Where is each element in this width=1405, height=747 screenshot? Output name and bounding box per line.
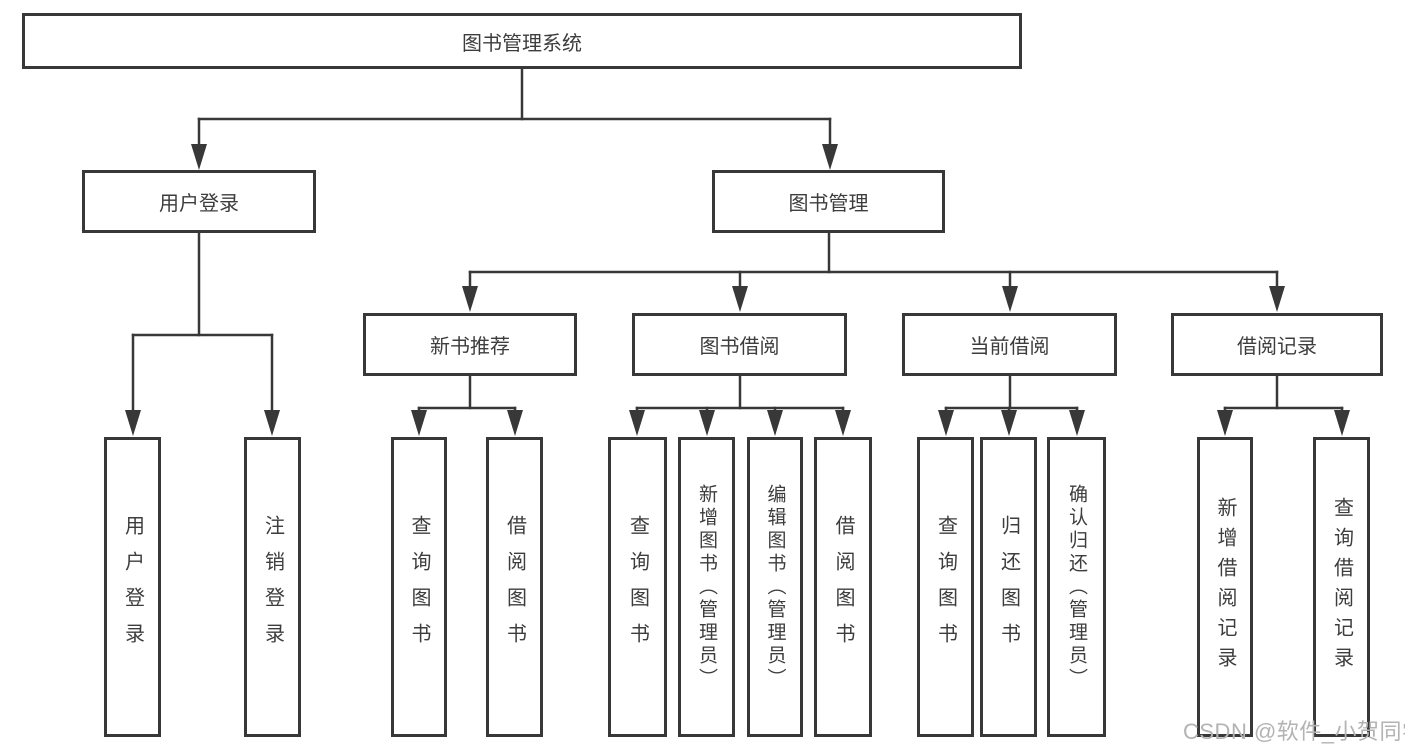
leaf-add-borrow-record-label: 新增借阅记录 bbox=[1214, 497, 1236, 677]
arrowheads bbox=[125, 144, 1350, 436]
leaf-return-books: 归还图书 bbox=[980, 437, 1037, 737]
leaf-add-borrow-record: 新增借阅记录 bbox=[1197, 437, 1253, 737]
leaf-query-books-borrow: 查询图书 bbox=[608, 437, 667, 737]
node-new-book-recommend: 新书推荐 bbox=[363, 313, 577, 376]
leaf-confirm-return-admin-label: 确认归还（管理员） bbox=[1066, 483, 1087, 691]
node-new-book-recommend-label: 新书推荐 bbox=[430, 336, 510, 358]
node-book-borrow-label: 图书借阅 bbox=[699, 336, 780, 358]
leaf-query-books-borrow-label: 查询图书 bbox=[626, 515, 649, 659]
leaf-confirm-return-admin: 确认归还（管理员） bbox=[1047, 437, 1106, 737]
node-book-management: 图书管理 bbox=[712, 170, 945, 233]
node-borrow-records: 借阅记录 bbox=[1171, 313, 1383, 376]
node-user-login: 用户登录 bbox=[82, 170, 316, 233]
leaf-return-books-label: 归还图书 bbox=[997, 515, 1020, 659]
leaf-add-books-admin: 新增图书（管理员） bbox=[678, 437, 735, 737]
node-system-root: 图书管理系统 bbox=[22, 13, 1022, 69]
leaf-query-borrow-record-label: 查询借阅记录 bbox=[1330, 497, 1353, 677]
leaf-query-books-recommend: 查询图书 bbox=[391, 437, 447, 737]
node-current-borrow: 当前借阅 bbox=[902, 313, 1117, 376]
node-book-management-label: 图书管理 bbox=[788, 193, 869, 215]
leaf-query-books-recommend-label: 查询图书 bbox=[408, 515, 430, 659]
leaf-borrow-books: 借阅图书 bbox=[814, 437, 872, 737]
leaf-borrow-books-recommend-label: 借阅图书 bbox=[503, 515, 526, 659]
node-user-login-label: 用户登录 bbox=[159, 193, 239, 215]
node-system-root-label: 图书管理系统 bbox=[462, 32, 582, 55]
node-borrow-records-label: 借阅记录 bbox=[1237, 336, 1317, 358]
leaf-user-login: 用户登录 bbox=[104, 437, 161, 737]
node-current-borrow-label: 当前借阅 bbox=[969, 336, 1050, 358]
leaf-edit-books-admin: 编辑图书（管理员） bbox=[747, 437, 803, 737]
leaf-query-books-current: 查询图书 bbox=[917, 437, 974, 737]
leaf-borrow-books-label: 借阅图书 bbox=[832, 515, 854, 659]
leaf-borrow-books-recommend: 借阅图书 bbox=[486, 437, 543, 737]
csdn-watermark: CSDN @软件_小贺同学 bbox=[1183, 719, 1405, 744]
leaf-logout-login: 注销登录 bbox=[244, 437, 301, 737]
leaf-add-books-admin-label: 新增图书（管理员） bbox=[696, 483, 717, 691]
node-book-borrow: 图书借阅 bbox=[632, 313, 847, 376]
leaf-query-books-current-label: 查询图书 bbox=[934, 515, 957, 659]
leaf-user-login-label: 用户登录 bbox=[121, 515, 144, 659]
leaf-query-borrow-record: 查询借阅记录 bbox=[1313, 437, 1370, 737]
leaf-edit-books-admin-label: 编辑图书（管理员） bbox=[764, 483, 786, 691]
leaf-logout-login-label: 注销登录 bbox=[261, 515, 284, 659]
